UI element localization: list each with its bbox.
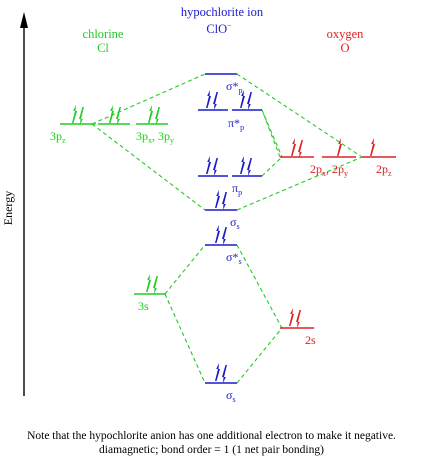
o-2s-label: 2s: [305, 333, 316, 347]
chlorine-symbol: Cl: [97, 41, 109, 55]
mo-sigma-s: σs: [205, 363, 237, 404]
electron-down-icon: [155, 107, 160, 125]
electron-up-icon: [146, 274, 151, 292]
svg-text:π*p: π*p: [228, 116, 244, 132]
electron-down-icon: [247, 158, 252, 176]
axis-label: Energy: [1, 191, 15, 225]
electron-down-icon: [247, 92, 252, 110]
mo-sigma-star-s: σ*s: [205, 225, 242, 266]
electron-up-icon: [215, 363, 220, 381]
electron-down-icon: [222, 365, 227, 383]
svg-text:σs: σs: [226, 388, 236, 404]
oxygen-2p-levels: 2px, 2py 2pz: [280, 138, 396, 178]
svg-text:σ*s: σ*s: [226, 250, 242, 266]
axis-arrow-icon: [20, 12, 28, 28]
electron-up-icon: [215, 190, 220, 208]
correlation-lines: [91, 73, 363, 384]
oxygen-title: oxygen: [327, 27, 365, 41]
note-line-2: diamagnetic; bond order = 1 (1 net pair …: [99, 444, 324, 456]
electron-down-icon: [296, 310, 301, 328]
electron-up-icon: [291, 138, 296, 156]
chlorine-3pxy-levels: 3px, 3py: [98, 105, 174, 145]
electron-down-icon: [116, 107, 121, 125]
chlorine-title: chlorine: [83, 27, 124, 41]
electron-down-icon: [79, 107, 84, 125]
mo-sigma-p: σs: [205, 190, 240, 231]
electron-up-icon: [72, 105, 77, 123]
electron-up-icon: [206, 156, 211, 174]
note-line-1: Note that the hypochlorite anion has one…: [27, 430, 396, 442]
chlorine-3pz-level: 3pz: [50, 105, 92, 145]
cl-3pz-label: 3pz: [50, 129, 66, 145]
ion-formula: ClO−: [206, 21, 232, 36]
svg-text:σs: σs: [230, 215, 240, 231]
mo-sigma-star-p: σ*p: [205, 73, 242, 95]
mo-pi-star-p: π*p: [198, 90, 262, 132]
electron-up-icon: [206, 90, 211, 108]
chlorine-3s-level: 3s: [134, 274, 166, 313]
electron-down-icon: [213, 92, 218, 110]
o-2pxy-label: 2px, 2py: [310, 162, 348, 178]
oxygen-2s-level: 2s: [280, 308, 316, 347]
ion-title: hypochlorite ion: [181, 5, 264, 19]
energy-axis: Energy: [1, 12, 28, 396]
electron-down-icon: [153, 276, 158, 294]
o-2pz-label: 2pz: [376, 162, 392, 178]
mo-pi-p: πp: [198, 156, 262, 197]
electron-up-icon: [240, 156, 245, 174]
electron-down-icon: [298, 140, 303, 158]
svg-text:σ*p: σ*p: [226, 79, 242, 95]
electron-up-icon: [215, 225, 220, 243]
cl-3pxy-label: 3px, 3py: [136, 129, 174, 145]
electron-up-icon: [148, 105, 153, 123]
electron-down-icon: [222, 192, 227, 210]
cl-3s-label: 3s: [138, 299, 149, 313]
electron-down-icon: [213, 158, 218, 176]
electron-up-icon: [370, 138, 375, 156]
electron-up-icon: [289, 308, 294, 326]
svg-text:πp: πp: [232, 181, 242, 197]
oxygen-symbol: O: [340, 41, 349, 55]
electron-down-icon: [222, 227, 227, 245]
